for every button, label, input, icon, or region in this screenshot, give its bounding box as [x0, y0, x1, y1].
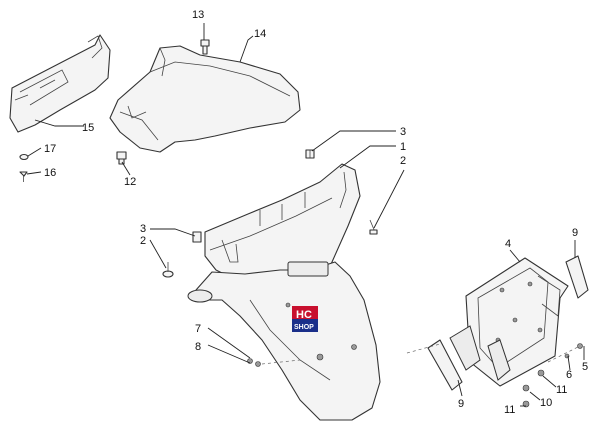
- callout-10: 10: [540, 397, 552, 409]
- part-bolt-13: [200, 39, 210, 55]
- callout-8: 8: [195, 341, 201, 353]
- callout-11-right: 11: [556, 384, 567, 396]
- part-plate-holder: [449, 257, 569, 387]
- part-screw-2-left: [162, 262, 174, 278]
- callout-12: 12: [124, 176, 136, 188]
- leader-lines: [26, 23, 585, 407]
- part-reflector-upper: [565, 255, 589, 299]
- logo-top-band: [292, 306, 318, 319]
- part-clip-3-lower: [192, 231, 202, 243]
- callout-1: 1: [400, 141, 406, 153]
- callout-2-lower: 2: [140, 235, 146, 247]
- callout-16: 16: [44, 167, 56, 179]
- callout-6: 6: [566, 369, 572, 381]
- callout-2-upper: 2: [400, 155, 406, 167]
- callout-11-bottom: 11: [504, 404, 515, 416]
- callout-7: 7: [195, 323, 201, 335]
- callout-15: 15: [82, 122, 94, 134]
- part-washer-17: [19, 153, 29, 161]
- callout-17: 17: [44, 143, 56, 155]
- part-hardware-right: [522, 343, 583, 408]
- callout-14: 14: [254, 28, 266, 40]
- callout-3-lower: 3: [140, 223, 146, 235]
- part-mudguard-assembly: [187, 163, 381, 421]
- part-reflector-lower: [427, 339, 463, 391]
- part-side-cover: [9, 34, 111, 133]
- logo-line-2: SHOP: [294, 324, 314, 331]
- part-screw-16: [19, 171, 28, 182]
- callout-3-upper: 3: [400, 126, 406, 138]
- part-inner-fender: [109, 45, 301, 153]
- assembly-lines: [261, 343, 581, 365]
- callout-9-lower: 9: [458, 398, 464, 410]
- callout-labels: 13 14 15 17 16 12 3 1 2 3 2 4 9 7 8 6 5 …: [44, 9, 588, 416]
- hc-shop-logo: HC SHOP: [292, 306, 318, 332]
- part-clip-3-upper: [305, 149, 315, 159]
- logo-line-1: HC: [296, 309, 312, 321]
- callout-4: 4: [505, 238, 511, 250]
- callout-5: 5: [582, 361, 588, 373]
- callout-9-upper: 9: [572, 227, 578, 239]
- part-bolt-12: [116, 151, 127, 165]
- part-screw-2-right: [369, 219, 378, 235]
- callout-13: 13: [192, 9, 204, 21]
